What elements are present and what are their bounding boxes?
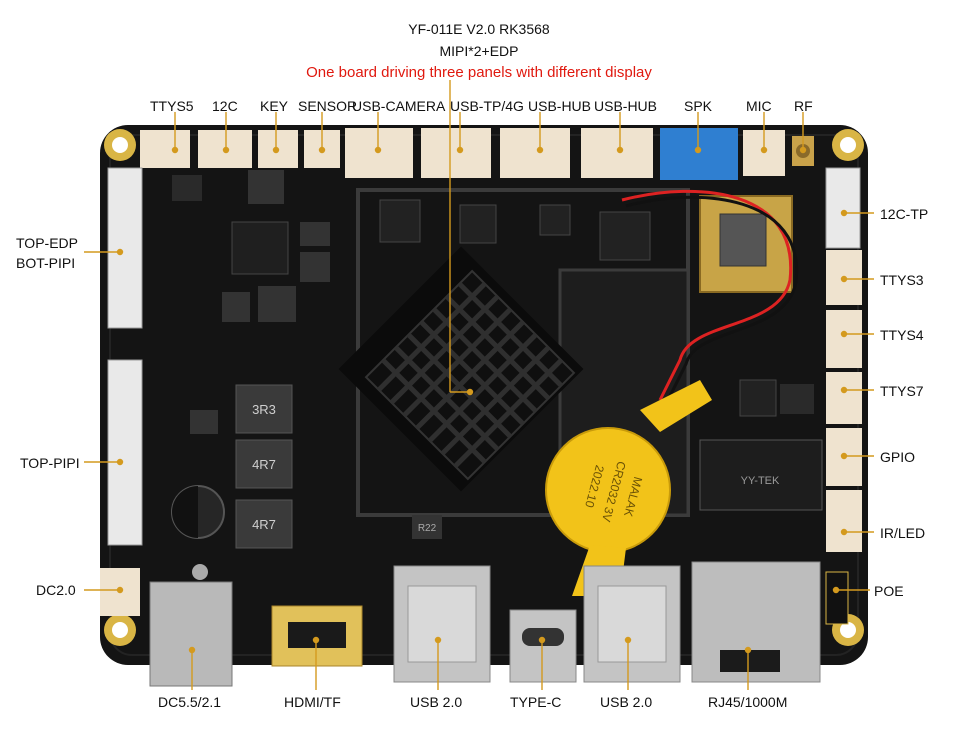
label-mic: MIC — [746, 98, 772, 114]
label-poe: POE — [874, 583, 904, 599]
label-type-c: TYPE-C — [510, 694, 562, 710]
label-top-pipi: TOP-PIPI — [20, 455, 80, 471]
label-top-edp: TOP-EDP — [16, 235, 78, 251]
inductor-4r7-b-label: 4R7 — [252, 517, 276, 532]
label-spk: SPK — [684, 98, 713, 114]
label-ttys7: TTYS7 — [880, 383, 924, 399]
resistor-label: R22 — [418, 523, 437, 534]
tp-fpc-connector — [825, 167, 861, 249]
label-ttys3: TTYS3 — [880, 272, 924, 288]
board-tagline: One board driving three panels with diff… — [306, 64, 652, 81]
label-i2c: 12C — [212, 98, 238, 114]
dc-jack — [149, 581, 233, 687]
mipi-fpc-connector — [107, 359, 143, 546]
label-i2c-tp: 12C-TP — [880, 206, 929, 222]
lan-transformer — [699, 439, 823, 511]
top-connector-row — [140, 128, 814, 180]
label-ir-led: IR/LED — [880, 525, 926, 541]
label-dc55: DC5.5/2.1 — [158, 694, 222, 710]
label-sensor: SENSOR — [298, 98, 358, 114]
label-gpio: GPIO — [880, 449, 916, 465]
inductor-4r7-b — [235, 499, 293, 549]
mounting-hole-icon — [104, 129, 864, 646]
label-usb-hub-1: USB-HUB — [528, 98, 592, 114]
label-ttys4: TTYS4 — [880, 327, 924, 343]
label-bot-pipi: BOT-PIPI — [16, 255, 76, 271]
label-key: KEY — [260, 98, 289, 114]
label-usb-tp-4g: USB-TP/4G — [450, 98, 524, 114]
inductor-3r3-label: 3R3 — [252, 402, 276, 417]
lan-chip-label: YY-TEK — [741, 475, 780, 487]
inductor-3r3 — [235, 384, 293, 434]
leader-lines — [84, 80, 874, 690]
label-rj45: RJ45/1000M — [708, 694, 788, 710]
label-usb20-left: USB 2.0 — [410, 694, 463, 710]
label-dc20: DC2.0 — [36, 582, 76, 598]
label-usb20-right: USB 2.0 — [600, 694, 653, 710]
board-model: YF-011E V2.0 RK3568 — [408, 21, 550, 37]
edp-fpc-connector — [107, 167, 143, 329]
heatsink-icon — [338, 246, 584, 492]
label-usb-camera: USB-CAMERA — [352, 98, 446, 114]
inductor-4r7-a — [235, 439, 293, 489]
label-usb-hub-2: USB-HUB — [594, 98, 658, 114]
label-ttys5: TTYS5 — [150, 98, 194, 114]
label-hdmi-tf: HDMI/TF — [284, 694, 341, 710]
display-interfaces: MIPI*2+EDP — [439, 43, 519, 59]
label-rf: RF — [794, 98, 813, 114]
inductor-4r7-a-label: 4R7 — [252, 457, 276, 472]
